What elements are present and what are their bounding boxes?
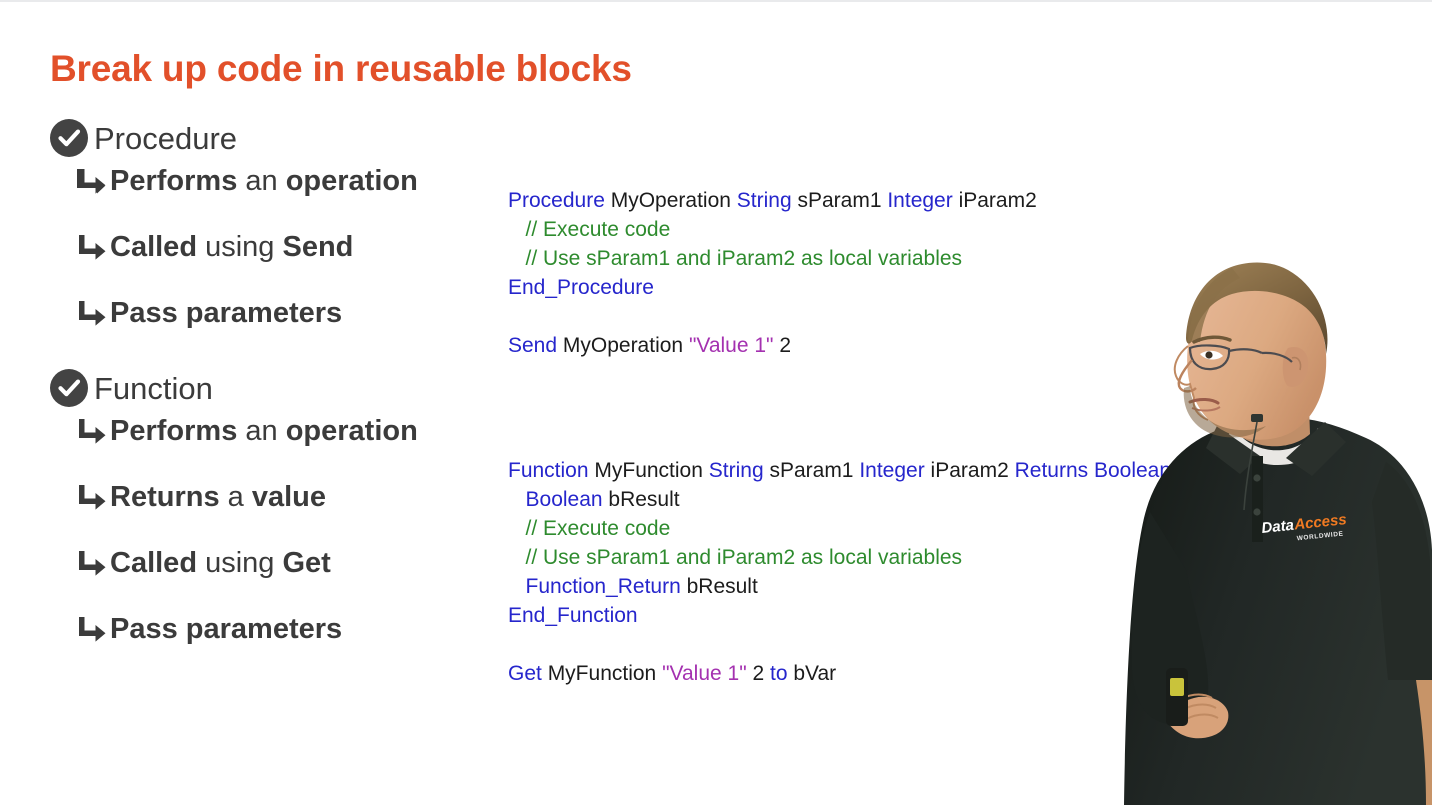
outline-item-normal: a	[219, 481, 252, 513]
svg-text:WORLDWIDE: WORLDWIDE	[1296, 531, 1343, 543]
outline-item-bold1: Performs	[110, 165, 238, 197]
outline-section-label: Procedure	[94, 120, 238, 156]
code-identifier: iParam2	[952, 189, 1037, 212]
page-title: Break up code in reusable blocks	[50, 48, 632, 89]
outline-item-normal: using	[197, 231, 283, 263]
outline-item-text: Performs an operation	[110, 167, 418, 196]
outline-item-bold2: operation	[285, 415, 418, 447]
outline-section-function: Function	[50, 362, 520, 414]
outline-item-normal: an	[237, 165, 286, 197]
code-block-get: Get MyFunction "Value 1" 2 to bVar	[508, 659, 836, 688]
code-number: 2	[746, 662, 771, 685]
outline-item: Performs an operation	[50, 164, 520, 230]
outline-item-text: Pass parameters	[110, 615, 342, 644]
outline-item-text: Pass parameters	[110, 299, 342, 328]
code-keyword: Boolean	[508, 488, 603, 511]
check-circle-icon	[50, 369, 88, 407]
outline-section-procedure: Procedure	[50, 112, 520, 164]
code-comment: // Execute code	[508, 218, 671, 241]
outline-item: Performs an operation	[50, 414, 520, 480]
code-keyword: Send	[508, 334, 558, 357]
code-number: 2	[773, 334, 792, 357]
outline-item-bold1: Performs	[110, 415, 238, 447]
corner-arrow-icon	[76, 168, 107, 194]
code-keyword: Get	[508, 662, 542, 685]
code-keyword: Integer	[859, 459, 925, 482]
outline-item-text: Called using Send	[110, 233, 353, 262]
outline-item: Called using Get	[50, 546, 520, 612]
code-keyword: Integer	[887, 189, 953, 212]
outline-item-bold2: operation	[285, 165, 418, 197]
code-identifier: sParam1	[791, 189, 888, 212]
code-identifier: bResult	[680, 575, 758, 598]
outline-item: Called using Send	[50, 230, 520, 296]
corner-arrow-icon	[77, 418, 107, 444]
code-comment: // Execute code	[508, 517, 671, 540]
outline-list: Procedure Performs an operation	[50, 112, 520, 678]
code-keyword: End_Function	[508, 604, 638, 627]
code-keyword: Function	[508, 459, 589, 482]
outline-item-normal: using	[197, 547, 283, 579]
outline-item-bold1: Pass parameters	[110, 297, 343, 329]
svg-text:Data: Data	[1261, 517, 1295, 537]
outline-item-bold1: Called	[110, 547, 198, 579]
outline-item: Pass parameters	[50, 612, 520, 678]
outline-item-text: Performs an operation	[110, 417, 418, 446]
code-string: "Value 1"	[662, 662, 747, 685]
outline-item-bold2: Send	[282, 231, 354, 263]
code-identifier: MyOperation	[604, 189, 737, 212]
outline-item-normal: an	[237, 415, 286, 447]
corner-arrow-icon	[77, 616, 107, 642]
code-block-function: Function MyFunction String sParam1 Integ…	[508, 456, 1171, 630]
code-string: "Value 1"	[688, 334, 774, 357]
code-keyword: to	[770, 662, 788, 685]
code-identifier: iParam2	[924, 459, 1015, 482]
outline-section-label: Function	[94, 370, 213, 406]
code-keyword: String	[736, 189, 792, 212]
outline-item-bold2: value	[251, 481, 326, 513]
top-divider	[0, 0, 1432, 2]
outline-item: Pass parameters	[50, 296, 520, 362]
code-identifier: MyFunction	[588, 459, 709, 482]
outline-item-bold2: Get	[282, 547, 331, 579]
corner-arrow-icon	[77, 550, 107, 576]
svg-text:Access: Access	[1292, 511, 1347, 534]
outline-item-bold1: Pass parameters	[110, 613, 343, 645]
corner-arrow-icon	[77, 234, 107, 260]
outline-item-bold1: Called	[110, 231, 198, 263]
code-keyword: Procedure	[508, 189, 605, 212]
code-identifier: MyFunction	[541, 662, 663, 685]
code-keyword: Returns Boolean	[1014, 459, 1172, 482]
code-block-procedure: Procedure MyOperation String sParam1 Int…	[508, 186, 1037, 302]
outline-item-bold1: Returns	[110, 481, 220, 513]
data-access-logo: Data Access WORLDWIDE	[1261, 511, 1348, 543]
code-identifier: bResult	[602, 488, 680, 511]
outline-item-text: Called using Get	[110, 549, 331, 578]
outline-item-text: Returns a value	[110, 483, 326, 512]
code-identifier: bVar	[787, 662, 837, 685]
code-keyword: End_Procedure	[508, 276, 654, 299]
check-circle-icon	[50, 119, 88, 157]
code-block-send: Send MyOperation "Value 1" 2	[508, 331, 791, 360]
corner-arrow-icon	[77, 300, 107, 326]
code-keyword: Function_Return	[508, 575, 681, 598]
code-comment: // Use sParam1 and iParam2 as local vari…	[508, 546, 963, 569]
code-keyword: String	[708, 459, 764, 482]
corner-arrow-icon	[77, 484, 107, 510]
code-identifier: sParam1	[763, 459, 860, 482]
code-comment: // Use sParam1 and iParam2 as local vari…	[508, 247, 963, 270]
code-identifier: MyOperation	[557, 334, 689, 357]
outline-item: Returns a value	[50, 480, 520, 546]
